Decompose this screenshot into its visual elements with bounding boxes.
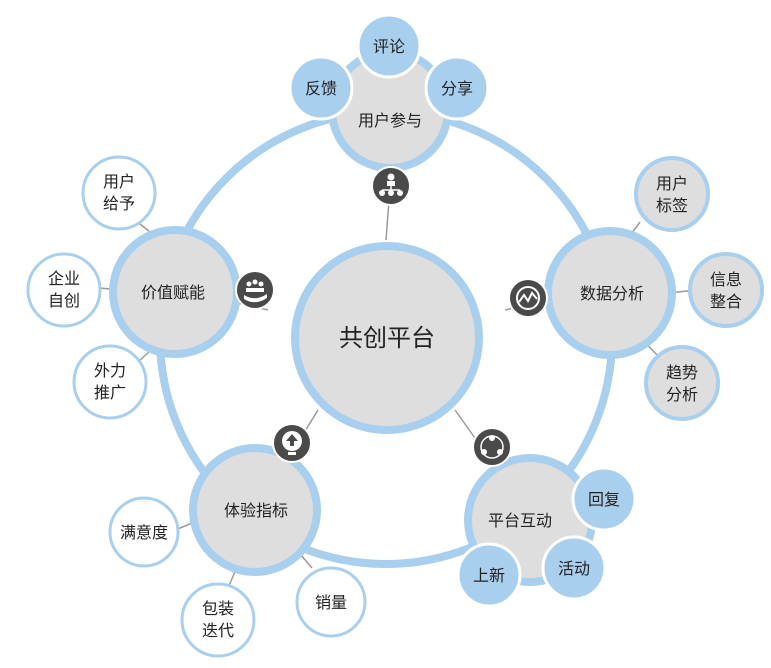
center-label: 共创平台 (339, 324, 435, 352)
satellite-info-integration (688, 252, 764, 328)
sat-user-give-l2: 给予 (103, 194, 135, 213)
sat-info-l1: 信息 (710, 270, 742, 289)
satellite-comment (356, 13, 422, 79)
sat-external-l1: 外力 (94, 361, 126, 380)
hub-value-label: 价值赋能 (141, 283, 205, 302)
upload-bulb-icon (272, 423, 312, 463)
satellite-reply (571, 466, 637, 532)
sat-trend-l1: 趋势 (666, 363, 698, 382)
sat-sales-label: 销量 (315, 593, 347, 612)
sat-user-give-l1: 用户 (103, 172, 135, 191)
hub-platform-interaction: 平台互动 回复 活动 上新 (456, 454, 637, 608)
sat-external-l2: 推广 (94, 383, 126, 402)
satellite-new-release (456, 542, 522, 608)
satellite-sales (295, 566, 367, 638)
share-network-icon (472, 427, 512, 467)
sat-info-l2: 整合 (710, 292, 742, 311)
satellite-external-promo (72, 344, 148, 420)
sat-enterprise-l2: 自创 (48, 291, 80, 310)
sat-activity-label: 活动 (558, 559, 590, 578)
sat-trend-l2: 分析 (666, 385, 698, 404)
sat-reply-label: 回复 (588, 490, 620, 509)
sat-feedback-label: 反馈 (305, 79, 337, 98)
analytics-icon (508, 278, 548, 318)
sat-enterprise-l1: 企业 (48, 269, 80, 288)
hub-user-label: 用户参与 (358, 111, 422, 130)
sat-new-label: 上新 (473, 566, 505, 585)
hub-experience-label: 体验指标 (224, 501, 288, 520)
hub-interact-label: 平台互动 (488, 511, 552, 530)
sat-packaging-l1: 包装 (202, 599, 234, 618)
center-node: 共创平台 (291, 242, 483, 434)
hand-people-icon (235, 270, 275, 310)
sat-comment-label: 评论 (373, 37, 405, 56)
hub-data-analysis: 数据分析 用户 标签 信息 整合 趋势 分析 (544, 156, 764, 421)
satellite-user-tags (634, 156, 710, 232)
sat-satisfaction-label: 满意度 (120, 523, 168, 542)
hub-data-label: 数据分析 (580, 284, 644, 303)
satellite-satisfaction (108, 496, 180, 568)
satellite-packaging (180, 582, 256, 658)
satellite-activity (541, 535, 607, 601)
sat-user-tags-l2: 标签 (656, 196, 688, 215)
sat-packaging-l2: 迭代 (202, 621, 234, 640)
hub-value-empowerment: 价值赋能 用户 给予 企业 自创 外力 推广 (26, 155, 241, 420)
sat-user-tags-l1: 用户 (656, 174, 688, 193)
satellite-trend-analysis (644, 345, 720, 421)
satellite-share (424, 55, 490, 121)
sat-share-label: 分享 (441, 79, 473, 98)
satellite-feedback (288, 55, 354, 121)
satellite-enterprise-self (26, 252, 102, 328)
hub-user-participation: 用户参与 反馈 评论 分享 (288, 13, 490, 172)
satellite-user-give (81, 155, 157, 231)
hub-experience-metrics: 体验指标 满意度 包装 迭代 销量 (108, 444, 367, 658)
org-chart-icon (371, 166, 411, 206)
